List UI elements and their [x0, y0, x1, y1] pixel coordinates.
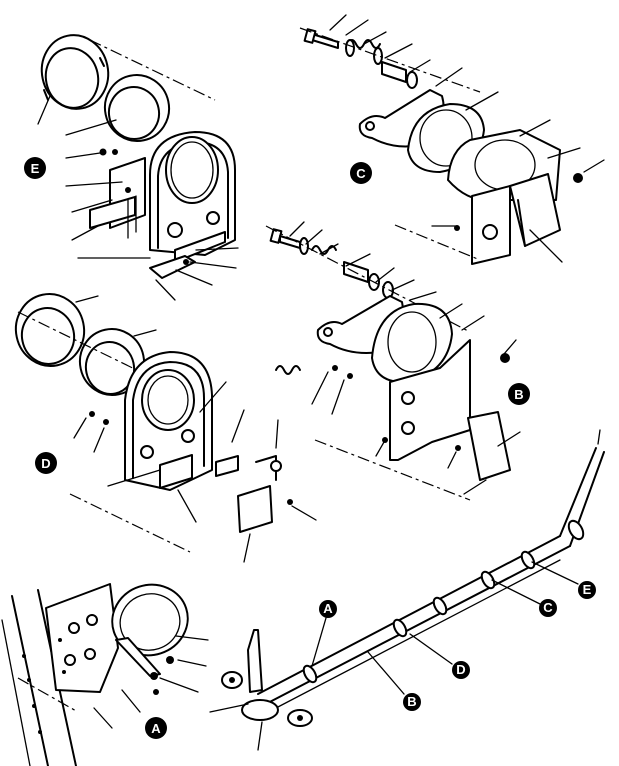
- view-e-clamp-bracket: [89, 148, 146, 239]
- callout-e-main: E: [24, 157, 46, 179]
- view-e-assembly: [37, 34, 239, 301]
- view-d-sleeve-2: [78, 328, 146, 396]
- svg-text:D: D: [41, 456, 50, 471]
- view-b-bracket: [332, 339, 511, 481]
- callout-a-main: A: [145, 717, 167, 739]
- valve-fitting: [221, 629, 313, 727]
- callout-d-main: D: [35, 452, 57, 474]
- view-d-clip-bracket: [89, 411, 293, 533]
- pipe-overview: [209, 429, 605, 751]
- callout-e-pipe: E: [578, 581, 596, 599]
- callout-d-pipe: D: [452, 661, 470, 679]
- view-e-leaders: [37, 95, 239, 301]
- view-a-mount-plate: [45, 583, 119, 693]
- view-b-hardware-stack: [269, 228, 394, 299]
- view-d-sleeve-1: [14, 293, 86, 367]
- callout-b-pipe: B: [403, 693, 421, 711]
- view-d-assembly: [14, 293, 317, 563]
- view-c-assembly: [299, 14, 605, 265]
- view-c-hardware-stack: [303, 28, 418, 89]
- view-e-sleeve-1: [40, 34, 110, 110]
- pipe-clamps: [302, 519, 585, 684]
- callout-b-main: B: [508, 383, 530, 405]
- callout-a-pipe: A: [319, 600, 337, 618]
- svg-text:C: C: [543, 600, 553, 615]
- spring-icon: [275, 365, 301, 375]
- svg-text:A: A: [323, 601, 333, 616]
- view-e-main-bracket: [149, 131, 236, 263]
- svg-text:E: E: [31, 161, 40, 176]
- callout-c-pipe: C: [539, 599, 557, 617]
- view-a-ring-clamp: [111, 583, 189, 695]
- svg-text:E: E: [583, 582, 592, 597]
- pipe-leaders: [209, 429, 601, 751]
- callout-c-main: C: [350, 162, 372, 184]
- view-b-assembly: [265, 221, 521, 501]
- svg-text:A: A: [151, 721, 161, 736]
- view-c-leaders: [329, 14, 605, 263]
- view-a-assembly: [1, 583, 209, 766]
- view-d-main-bracket: [124, 351, 213, 491]
- view-b-leaders: [289, 221, 521, 495]
- view-e-sleeve-2: [103, 74, 171, 142]
- svg-text:C: C: [356, 166, 366, 181]
- svg-text:D: D: [456, 662, 465, 677]
- svg-text:B: B: [514, 387, 523, 402]
- svg-text:B: B: [407, 694, 416, 709]
- view-d-leaders: [73, 295, 317, 563]
- view-a-leaders: [93, 635, 209, 729]
- view-c-support-bracket: [454, 173, 583, 265]
